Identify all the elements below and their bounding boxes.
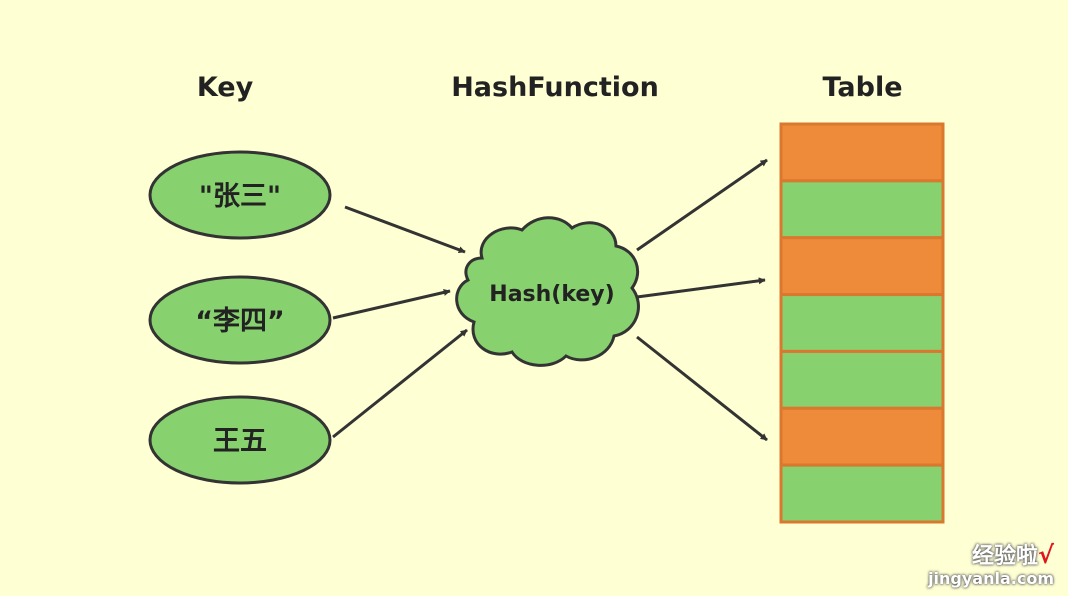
table-slot-3 (779, 236, 945, 297)
arrow-hash-to-slot-top (636, 158, 768, 252)
table-slot-4 (779, 293, 945, 353)
watermark: 经验啦√ jingyanla.com (928, 541, 1054, 588)
table-slot-7 (779, 463, 945, 524)
key-node-3: 王五 (148, 395, 332, 485)
key-node-2-label: “李四” (195, 306, 285, 337)
key-node-2: “李四” (148, 275, 332, 365)
key-column-heading: Key (196, 72, 254, 103)
table-slot-1 (779, 122, 945, 183)
key-node-3-label: 王五 (213, 426, 267, 457)
arrow-hash-to-slot-middle (636, 277, 766, 299)
arrow-key3-to-hash (332, 328, 468, 439)
hash-cloud-node: Hash(key) (455, 216, 640, 367)
key-node-1-label: "张三" (199, 181, 281, 212)
table-slot-2 (779, 179, 945, 240)
table-column-heading: Table (822, 72, 903, 103)
table-slot-6 (779, 406, 945, 467)
hash-function-column-heading: HashFunction (451, 72, 659, 103)
watermark-check-icon: √ (1037, 541, 1054, 570)
hash-node-label: Hash(key) (489, 282, 614, 307)
hash-table (779, 122, 945, 524)
watermark-url: jingyanla.com (928, 568, 1054, 588)
watermark-text: 经验啦 (971, 544, 1038, 570)
table-slot-5 (779, 349, 945, 410)
key-node-1: "张三" (148, 150, 332, 240)
arrow-key2-to-hash (332, 289, 451, 320)
arrow-key1-to-hash (344, 205, 466, 254)
arrow-hash-to-slot-bottom (636, 335, 768, 442)
